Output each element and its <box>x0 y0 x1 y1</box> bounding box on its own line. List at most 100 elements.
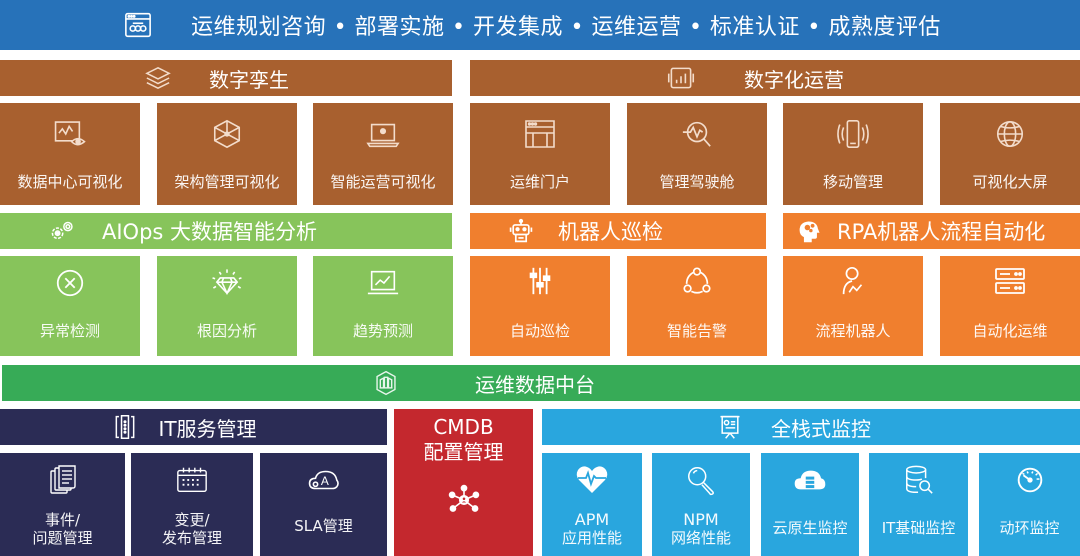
user-flow-icon <box>836 264 870 298</box>
sliders-icon <box>523 264 557 298</box>
tile-datacenter-visualization[interactable]: 数据中心可视化 <box>0 103 140 205</box>
globe-icon <box>993 117 1027 151</box>
circle-x-icon <box>53 266 87 300</box>
data-platform-title: 运维数据中台 <box>475 372 595 397</box>
presentation-board-icon <box>715 414 745 440</box>
services-banner: 运维规划咨询 • 部署实施 • 开发集成 • 运维运营 • 标准认证 • 成熟度… <box>0 0 1080 50</box>
cloud-a-icon: A <box>307 463 341 497</box>
banner-text: 运维规划咨询 • 部署实施 • 开发集成 • 运维运营 • 标准认证 • 成熟度… <box>191 15 941 40</box>
digital-ops-title: 数字化运营 <box>744 67 844 92</box>
tile-mobile-management[interactable]: 移动管理 <box>783 103 923 205</box>
cmdb-title-line1: CMDB <box>433 415 494 439</box>
tile-npm[interactable]: NPM 网络性能 <box>652 453 750 556</box>
search-trend-icon <box>680 117 714 151</box>
tile-auto-inspection[interactable]: 自动巡检 <box>470 256 610 356</box>
cloud-server-icon <box>793 463 827 497</box>
tile-label-line1: 变更/ <box>174 511 210 529</box>
cmdb-config-mgmt[interactable]: CMDB 配置管理 <box>394 409 533 556</box>
trend-monitor-icon <box>366 266 400 300</box>
tile-root-cause-analysis[interactable]: 根因分析 <box>157 256 297 356</box>
itsm-title: IT服务管理 <box>158 416 257 441</box>
tile-process-robot[interactable]: 流程机器人 <box>783 256 923 356</box>
tile-label: 数据中心可视化 <box>17 173 123 191</box>
tile-label-line1: APM <box>574 510 610 529</box>
share-cycle-icon <box>680 264 714 298</box>
tile-label: 可视化大屏 <box>972 173 1048 191</box>
tile-label: 智能告警 <box>666 322 727 340</box>
server-icon <box>993 264 1027 298</box>
tile-label-line2: 应用性能 <box>561 529 622 547</box>
tile-label-line1: 事件/ <box>44 511 81 529</box>
dashboard-window-icon <box>123 12 153 38</box>
browser-window-icon <box>523 117 557 151</box>
itsm-header: IT服务管理 <box>0 409 387 445</box>
tile-label-line1: 云原生监控 <box>772 519 848 537</box>
tile-cloud-native-monitoring[interactable]: 云原生监控 <box>761 453 859 556</box>
tile-label: 移动管理 <box>822 173 883 191</box>
digital-ops-header: 数字化运营 <box>470 60 1080 96</box>
tile-label: 自动巡检 <box>509 322 570 340</box>
tile-ops-portal[interactable]: 运维门户 <box>470 103 610 205</box>
network-hub-icon <box>447 483 481 517</box>
tile-incident-problem-mgmt[interactable]: 事件/ 问题管理 <box>0 453 125 556</box>
gauge-icon <box>1013 463 1047 497</box>
robot-inspection-header: 机器人巡检 <box>470 213 766 249</box>
tile-apm[interactable]: APM 应用性能 <box>542 453 642 556</box>
aiops-title: AIOps 大数据智能分析 <box>102 220 318 244</box>
mobile-phone-icon <box>836 117 870 151</box>
monitor-eye-icon <box>53 117 87 151</box>
tile-change-release-mgmt[interactable]: 变更/ 发布管理 <box>131 453 253 556</box>
tile-label: 趋势预测 <box>352 322 413 340</box>
gears-icon <box>44 218 80 244</box>
tile-label-line1: SLA管理 <box>294 517 353 535</box>
tile-trend-prediction[interactable]: 趋势预测 <box>313 256 453 356</box>
robot-inspection-title: 机器人巡检 <box>558 220 663 244</box>
tile-label-line2: 问题管理 <box>32 529 93 547</box>
digital-twin-title: 数字孪生 <box>209 67 289 92</box>
tile-label: 自动化运维 <box>972 322 1048 340</box>
tile-label: 架构管理可视化 <box>174 173 280 191</box>
laptop-icon <box>366 117 400 151</box>
monitoring-header: 全栈式监控 <box>542 409 1080 445</box>
svg-text:A: A <box>320 474 328 488</box>
tile-smart-alert[interactable]: 智能告警 <box>627 256 767 356</box>
data-platform-bar: 运维数据中台 <box>2 365 1080 401</box>
tile-label: 异常检测 <box>39 322 100 340</box>
tile-label: 智能运营可视化 <box>330 173 436 191</box>
tile-label: 管理驾驶舱 <box>659 173 735 191</box>
diamond-icon <box>210 266 244 300</box>
tile-intelligent-ops-visualization[interactable]: 智能运营可视化 <box>313 103 453 205</box>
tile-visualization-screen[interactable]: 可视化大屏 <box>940 103 1080 205</box>
tile-label-line1: 动环监控 <box>999 519 1060 537</box>
bar-chart-icon <box>666 65 696 91</box>
rpa-header: RPA机器人流程自动化 <box>783 213 1080 249</box>
magnifier-icon <box>684 463 718 497</box>
robot-icon <box>506 218 536 244</box>
tile-label-line2: 网络性能 <box>670 529 731 547</box>
tile-anomaly-detection[interactable]: 异常检测 <box>0 256 140 356</box>
cube-network-icon <box>210 117 244 151</box>
tile-label-line2: 发布管理 <box>161 529 222 547</box>
tile-it-infrastructure-monitoring[interactable]: IT基础监控 <box>869 453 968 556</box>
rpa-title: RPA机器人流程自动化 <box>837 220 1046 244</box>
heart-pulse-icon <box>575 463 609 497</box>
head-gears-icon <box>795 218 825 244</box>
calendar-icon <box>175 463 209 497</box>
tile-sla-mgmt[interactable]: A SLA管理 <box>260 453 387 556</box>
tile-environment-monitoring[interactable]: 动环监控 <box>979 453 1080 556</box>
documents-icon <box>46 463 80 497</box>
cmdb-title-line2: 配置管理 <box>423 440 504 464</box>
door-panel-icon <box>110 414 140 440</box>
building-hex-icon <box>371 370 401 396</box>
aiops-header: AIOps 大数据智能分析 <box>0 213 452 249</box>
tile-label: 运维门户 <box>509 173 570 191</box>
layers-icon <box>143 65 173 91</box>
database-search-icon <box>902 463 936 497</box>
tile-label: 根因分析 <box>196 322 257 340</box>
tile-automated-ops[interactable]: 自动化运维 <box>940 256 1080 356</box>
tile-label-line1: IT基础监控 <box>881 519 956 537</box>
tile-label: 流程机器人 <box>815 322 891 340</box>
tile-management-cockpit[interactable]: 管理驾驶舱 <box>627 103 767 205</box>
tile-label-line1: NPM <box>683 510 719 529</box>
tile-architecture-visualization[interactable]: 架构管理可视化 <box>157 103 297 205</box>
